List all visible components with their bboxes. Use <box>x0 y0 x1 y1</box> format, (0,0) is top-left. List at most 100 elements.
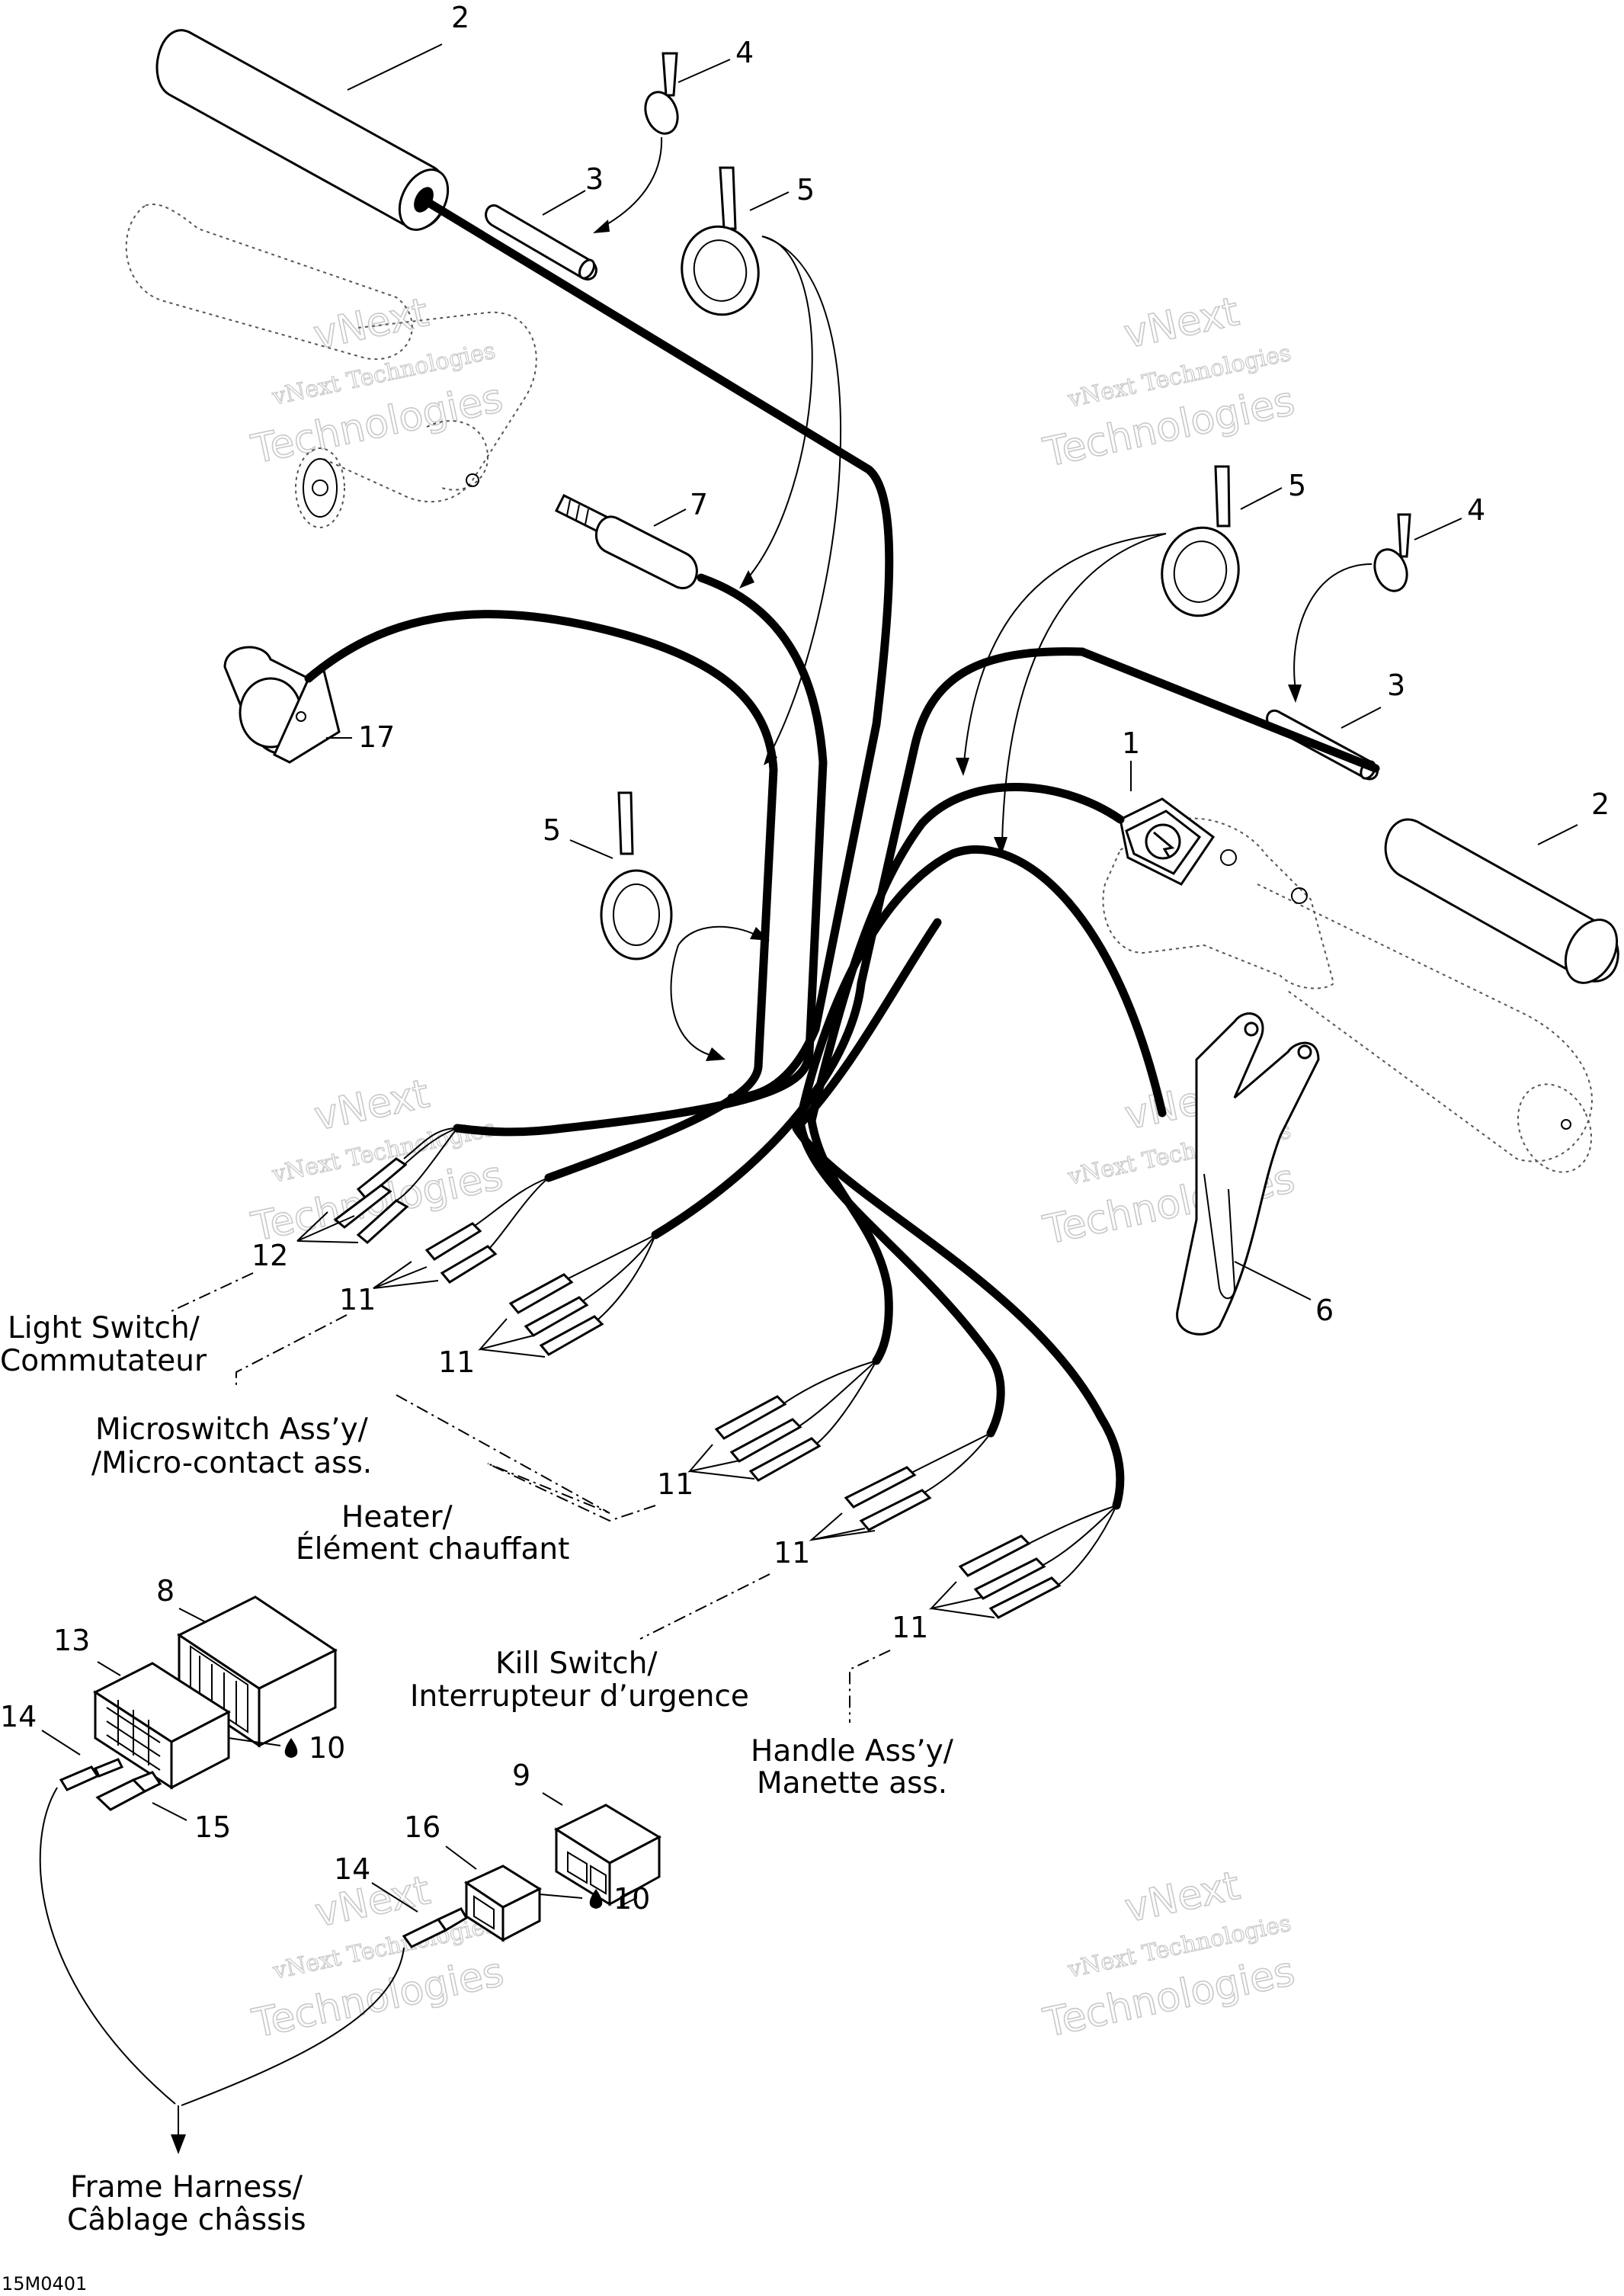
callout-11-e: 11 <box>892 1611 928 1644</box>
leader-3-top <box>542 190 586 216</box>
leader-15 <box>152 1802 187 1821</box>
arrow-5-right-b <box>1001 533 1167 843</box>
terminal-14-left <box>59 1758 124 1791</box>
leader-4-top <box>677 59 731 83</box>
wire-grip-right <box>1078 647 1380 773</box>
label-handle-en: Handle Ass’y/ <box>751 1734 954 1768</box>
temperature-sensor-7 <box>554 493 698 590</box>
dash-heater-b <box>487 1463 656 1522</box>
watermark-text: vNext <box>1120 289 1243 358</box>
leader-8 <box>178 1608 207 1623</box>
callout-16: 16 <box>404 1810 440 1844</box>
callout-6: 6 <box>1315 1294 1334 1327</box>
wire-light-switch <box>304 610 778 1182</box>
cable-tie-5-left <box>600 791 673 960</box>
callout-11-b: 11 <box>438 1345 475 1379</box>
leader-7 <box>653 508 687 527</box>
terminal-group-11-c <box>714 1360 877 1482</box>
connector-housing-9 <box>553 1804 662 1907</box>
terminal-group-11-d <box>844 1432 991 1531</box>
callout-5-right: 5 <box>1288 469 1306 502</box>
brake-lever-6 <box>1176 1012 1320 1336</box>
dash-heater-a <box>396 1394 610 1514</box>
label-frame-harness-en: Frame Harness/ <box>70 2170 303 2205</box>
leader-11-c <box>687 1444 755 1480</box>
sleeve-3-top <box>485 204 597 281</box>
cable-tie-5-top <box>681 166 760 316</box>
leader-4-right <box>1414 518 1462 540</box>
kill-switch-1 <box>1119 797 1216 886</box>
label-heater-fr: Élément chauffant <box>296 1531 569 1566</box>
label-heater-en: Heater/ <box>341 1500 453 1534</box>
callout-11-a: 11 <box>339 1283 376 1316</box>
wire-brake-lever <box>796 845 1167 1438</box>
connector-housing-13 <box>92 1662 231 1790</box>
label-light-switch-en: Light Switch/ <box>8 1311 200 1345</box>
leader-14-b <box>371 1882 418 1913</box>
leader-16 <box>445 1845 477 1870</box>
leader-11-b <box>478 1318 546 1358</box>
wire-kill-switch <box>807 783 1125 1365</box>
callout-2-right: 2 <box>1591 787 1610 821</box>
callout-11-d: 11 <box>774 1536 810 1570</box>
label-microswitch-en: Microswitch Ass’y/ <box>95 1413 369 1447</box>
leader-3-right <box>1341 707 1382 729</box>
watermark-text: vNext <box>311 1868 434 1936</box>
watermark-top-left: vNext vNext Technologies Technologies <box>247 289 508 473</box>
leader-11-a <box>373 1261 439 1289</box>
left-grip <box>155 29 450 231</box>
watermark-mid-left: vNext vNext Technologies Technologies <box>247 1070 508 1251</box>
callout-2-top: 2 <box>451 1 469 34</box>
terminal-group-12 <box>333 1127 458 1244</box>
label-kill-switch-en: Kill Switch/ <box>495 1647 658 1681</box>
callout-17: 17 <box>358 720 395 754</box>
leader-2-right <box>1537 824 1578 845</box>
arrow-5-top-a <box>746 236 813 580</box>
leader-11-e <box>929 1581 995 1618</box>
callout-14-a: 14 <box>0 1700 37 1733</box>
wire-harness-branch-1 <box>651 647 1087 1239</box>
wire-handle-assembly <box>792 918 1125 1510</box>
light-switch-17 <box>223 646 341 764</box>
label-kill-switch-fr: Interrupteur d’urgence <box>410 1679 749 1714</box>
label-microswitch-fr: /Micro-contact ass. <box>91 1446 372 1480</box>
grease-drop-icon <box>284 1738 298 1758</box>
leader-5-top <box>749 191 790 211</box>
arrow-4-to-3-right <box>1293 563 1373 691</box>
label-light-switch-fr: Commutateur <box>0 1344 207 1378</box>
callout-7: 7 <box>690 488 708 521</box>
cable-tie-4-right <box>1373 513 1411 592</box>
callout-5-top: 5 <box>796 173 815 207</box>
callout-10-a: 10 <box>309 1731 345 1765</box>
leader-10-b <box>539 1894 583 1899</box>
dash-light-switch <box>171 1272 254 1312</box>
callout-4-top: 4 <box>735 36 754 69</box>
leader-14-a <box>41 1730 81 1756</box>
leader-11-d <box>809 1512 876 1541</box>
dash-handle <box>849 1650 891 1723</box>
callout-1: 1 <box>1122 726 1140 760</box>
watermark-text: vNext <box>310 1071 433 1140</box>
leader-13 <box>97 1661 121 1676</box>
cable-tie-5-right <box>1161 465 1240 617</box>
callout-5-left: 5 <box>543 813 561 847</box>
dash-kill-switch <box>639 1573 770 1640</box>
terminal-group-11-a <box>424 1177 549 1284</box>
left-handlebar-housing <box>125 204 537 528</box>
right-handlebar-housing <box>1102 817 1593 1173</box>
callout-4-right: 4 <box>1467 493 1485 527</box>
watermark-text: vNext <box>1121 1863 1244 1932</box>
watermark-top-right: vNext vNext Technologies Technologies <box>1039 288 1299 476</box>
dash-microswitch <box>235 1314 348 1387</box>
callout-12: 12 <box>251 1239 288 1272</box>
leader-5-left <box>569 839 613 859</box>
right-grip <box>1384 818 1619 984</box>
leader-10-a <box>228 1737 281 1746</box>
leader-5-right <box>1240 487 1283 510</box>
leader-6 <box>1234 1261 1312 1300</box>
cable-tie-4-top <box>644 52 679 135</box>
callout-8: 8 <box>156 1574 175 1608</box>
terminal-group-11-b <box>508 1234 656 1356</box>
arrow-5-right-a <box>963 533 1167 763</box>
